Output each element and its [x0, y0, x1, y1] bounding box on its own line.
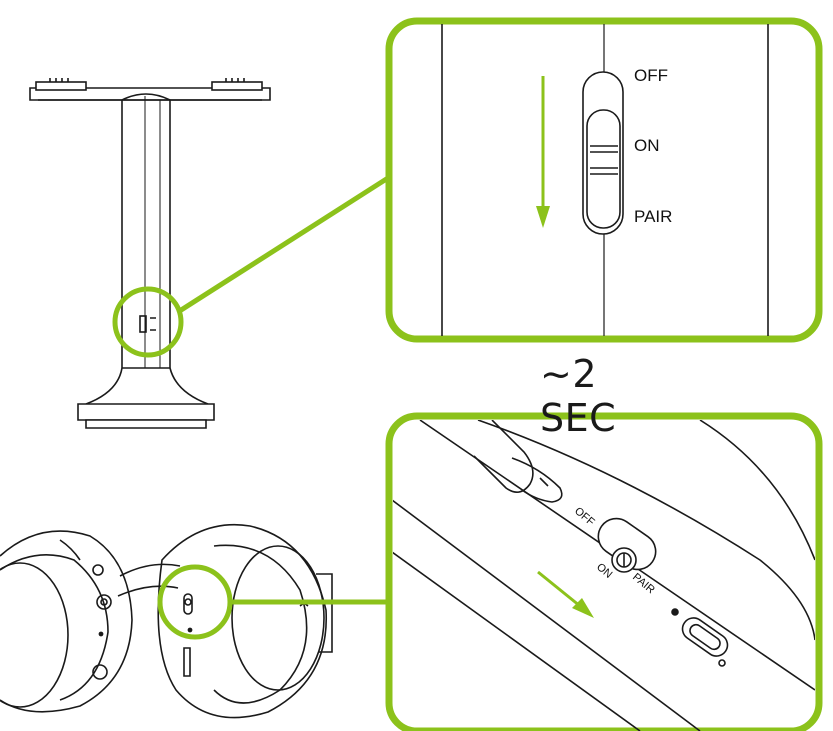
top-leader-line — [176, 175, 390, 315]
hold-duration-label: ~2 SEC — [540, 352, 617, 440]
bottom-slide-arrow — [537, 570, 594, 618]
bottom-zoom-box: OFF ON PAIR — [385, 412, 823, 731]
top-label-off: OFF — [634, 66, 668, 85]
top-zoom-box: OFF ON PAIR — [385, 17, 823, 343]
top-label-pair: PAIR — [634, 207, 672, 226]
headphone-switch-highlight — [157, 564, 233, 640]
stand-switch-highlight — [112, 286, 184, 358]
headset-stand — [29, 78, 271, 429]
top-label-on: ON — [634, 136, 660, 155]
headphones — [0, 523, 333, 719]
top-slide-arrow — [536, 76, 550, 228]
